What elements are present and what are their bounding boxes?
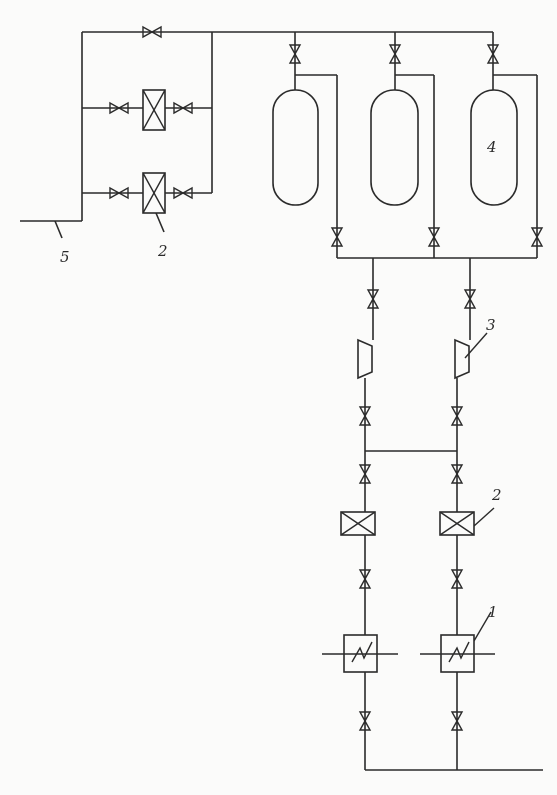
callout-3: 3 <box>486 316 496 334</box>
callout-4: 4 <box>486 138 497 156</box>
callout-1: 1 <box>488 603 498 621</box>
train-left <box>322 258 398 770</box>
callout-2-filter-element: 2 <box>491 486 502 504</box>
top-manifold <box>20 31 493 239</box>
leader-lines <box>464 332 495 642</box>
nozzle-left <box>357 338 373 380</box>
filter-row-upper <box>109 89 193 131</box>
valve-top-bypass <box>142 25 162 39</box>
filter-row-lower <box>109 172 193 233</box>
vessel-3 <box>470 32 544 258</box>
train-right <box>420 258 495 770</box>
valve-upper-right <box>173 101 193 115</box>
valve-lower-right <box>173 186 193 200</box>
callout-2-filter-bank: 2 <box>157 242 168 260</box>
cross-connections <box>365 450 543 771</box>
callout-5: 5 <box>60 248 70 266</box>
nozzle-right <box>454 338 470 380</box>
vessel-2 <box>370 32 441 258</box>
valve-lower-left <box>109 186 129 200</box>
valve-upper-left <box>109 101 129 115</box>
vessel-1 <box>272 32 344 258</box>
